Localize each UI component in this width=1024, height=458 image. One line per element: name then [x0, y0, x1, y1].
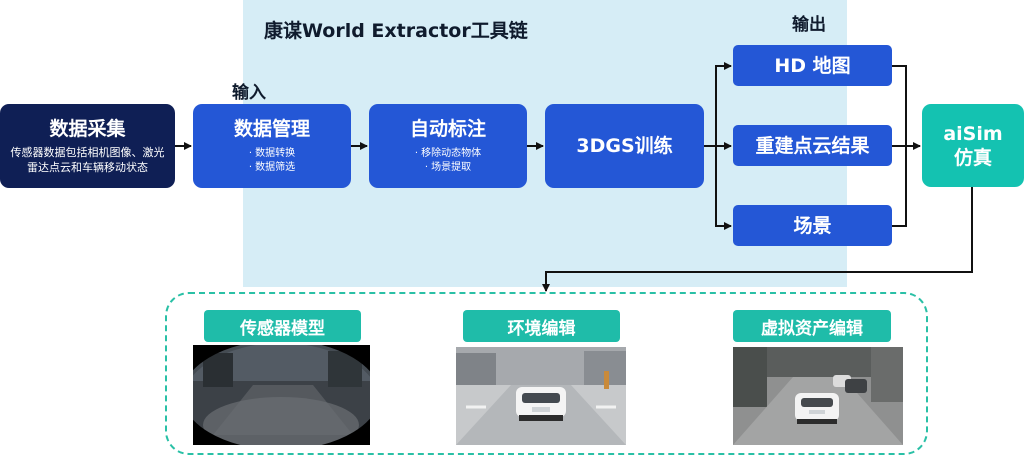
aisim-title-line1: aiSim [943, 122, 1003, 145]
scene-title: 场景 [793, 214, 832, 237]
data-acquisition-desc: 传感器数据包括相机图像、激光雷达点云和车辆移动状态 [10, 146, 165, 174]
environment-edit-image [456, 347, 626, 445]
input-label: 输入 [232, 83, 266, 103]
line-hdmap-merge [892, 65, 907, 146]
data-management-title: 数据管理 [233, 118, 310, 140]
data-acquisition-title: 数据采集 [49, 118, 126, 140]
3dgs-training-title: 3DGS训练 [576, 135, 673, 157]
line-scene-merge [892, 146, 907, 227]
data-acquisition-node: 数据采集 传感器数据包括相机图像、激光雷达点云和车辆移动状态 [0, 104, 175, 188]
diagram-title: 康谋World Extractor工具链 [264, 20, 528, 42]
features-panel [165, 292, 928, 455]
data-management-items: 数据转换 数据筛选 [249, 147, 295, 175]
auto-annotation-title: 自动标注 [409, 118, 486, 140]
sensor-model-image [193, 345, 370, 445]
list-item: 场景提取 [415, 161, 481, 175]
auto-annotation-items: 移除动态物体 场景提取 [415, 147, 481, 175]
hd-map-node: HD 地图 [733, 45, 892, 86]
tag-environment-edit: 环境编辑 [463, 310, 620, 342]
aisim-title-line2: 仿真 [953, 146, 992, 169]
arrow-to-scene [715, 146, 732, 230]
auto-annotation-node: 自动标注 移除动态物体 场景提取 [369, 104, 527, 188]
recon-pointcloud-title: 重建点云结果 [755, 134, 870, 157]
arrow-to-hdmap [715, 62, 732, 146]
hd-map-title: HD 地图 [774, 54, 851, 77]
list-item: 移除动态物体 [415, 147, 481, 161]
3dgs-training-node: 3DGS训练 [545, 104, 704, 188]
tag-virtual-asset-edit: 虚拟资产编辑 [733, 310, 891, 342]
output-label: 输出 [792, 15, 826, 35]
aisim-node: aiSim 仿真 [922, 104, 1024, 187]
list-item: 数据筛选 [249, 161, 295, 175]
scene-node: 场景 [733, 205, 892, 246]
data-management-node: 数据管理 数据转换 数据筛选 [193, 104, 351, 188]
tag-sensor-model: 传感器模型 [204, 310, 361, 342]
recon-pointcloud-node: 重建点云结果 [733, 125, 892, 166]
list-item: 数据转换 [249, 147, 295, 161]
virtual-asset-edit-image [733, 347, 903, 445]
arrow-aisim-to-features [542, 187, 973, 292]
